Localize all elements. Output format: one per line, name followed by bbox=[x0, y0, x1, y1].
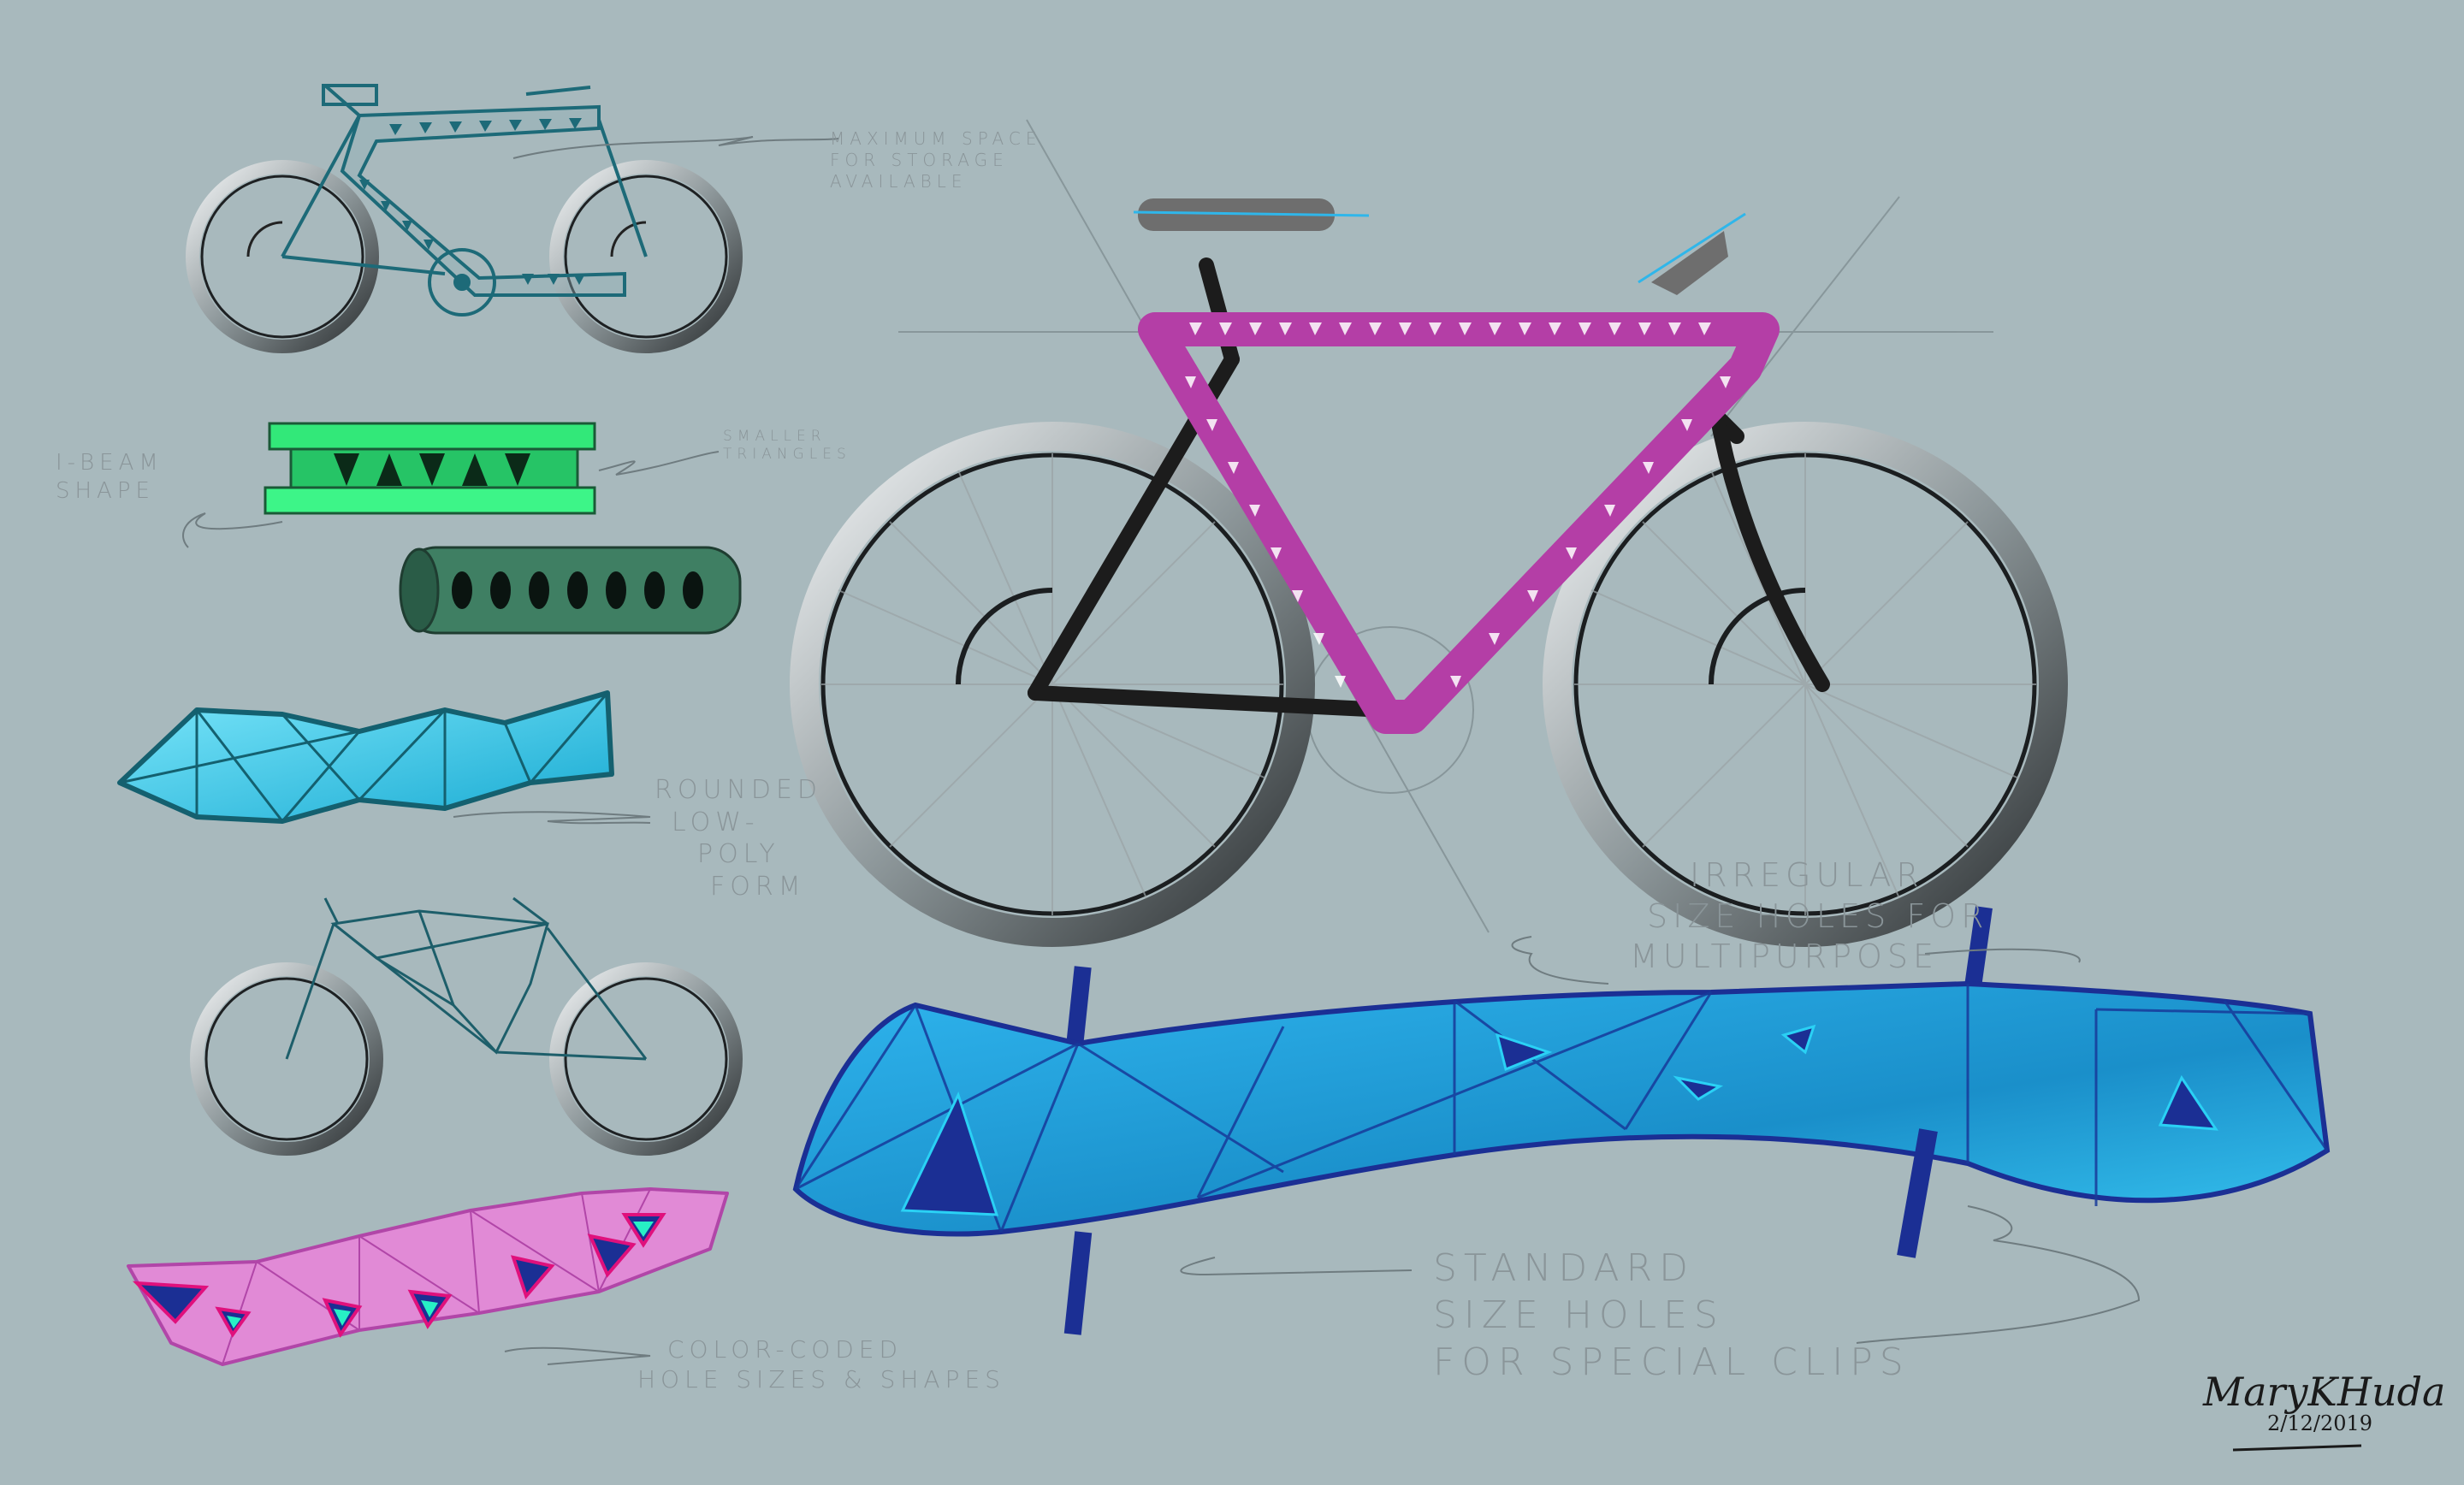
note-irregular: Irregular size holes for Multipurpose bbox=[1630, 855, 1989, 978]
note-ibeam: I-beam shape bbox=[56, 449, 163, 505]
tube-sketch bbox=[400, 547, 740, 633]
note-standard: Standard size holes for special clips bbox=[1433, 1245, 1910, 1386]
signature-underline bbox=[2233, 1446, 2361, 1450]
storage-bike-sketch bbox=[192, 86, 838, 346]
note-lowpoly: Rounded Low- Poly Form bbox=[654, 774, 822, 902]
lowpoly-bike-sketch bbox=[197, 898, 736, 1149]
signature-date: 2/12/2019 bbox=[2267, 1411, 2372, 1435]
main-bike-render bbox=[804, 120, 2053, 932]
note-color-coded: Color-coded hole sizes & shapes bbox=[637, 1334, 1005, 1394]
signature: MaryKHuda bbox=[2203, 1369, 2445, 1415]
ibeam-sketch bbox=[183, 423, 719, 547]
note-triangles: smaller triangles bbox=[723, 428, 851, 464]
main-rear-wheel bbox=[804, 436, 1300, 932]
note-storage: Maximum space for storage available bbox=[830, 128, 1041, 192]
lowpoly-form-sketch bbox=[120, 693, 650, 823]
